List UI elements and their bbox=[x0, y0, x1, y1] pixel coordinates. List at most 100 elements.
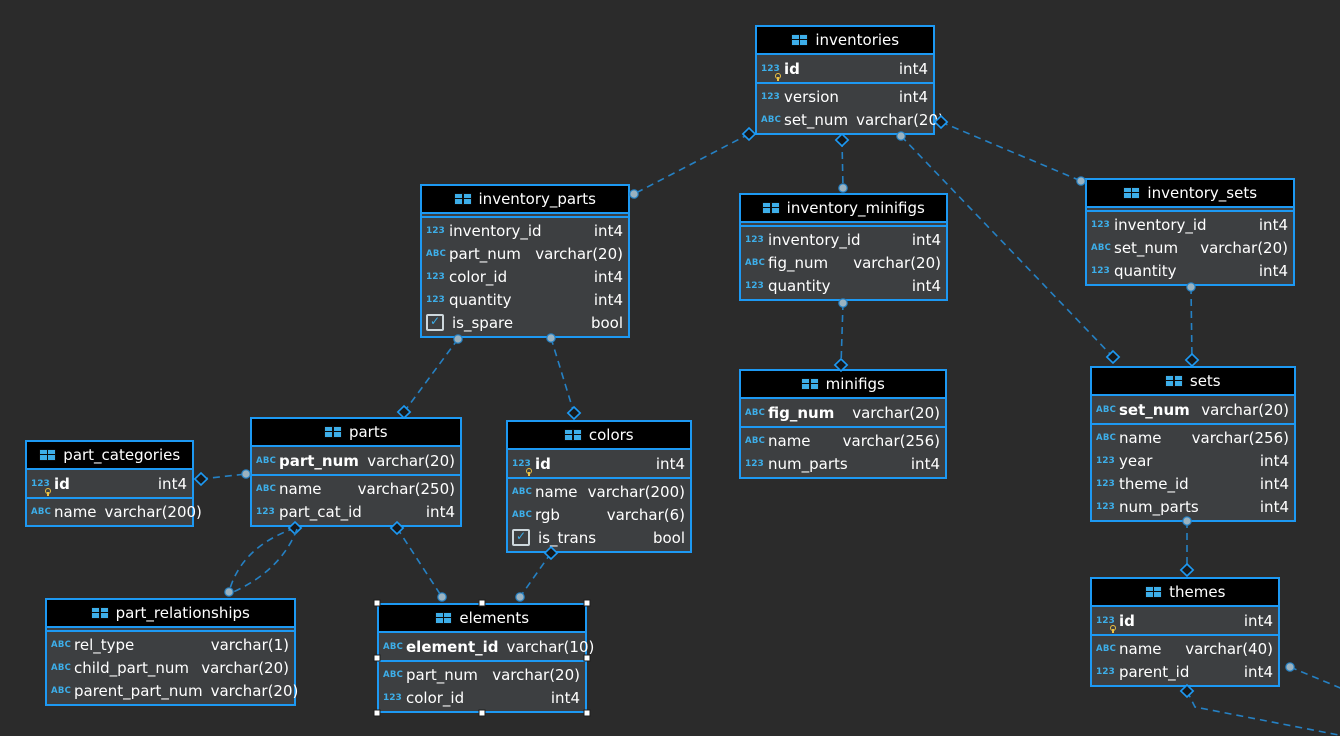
relation-line-inventory_parts-colors[interactable] bbox=[550, 337, 575, 414]
relation-line-inventory_sets-sets[interactable] bbox=[1190, 286, 1193, 361]
table-header[interactable]: part_relationships bbox=[47, 600, 294, 626]
selection-handle[interactable] bbox=[478, 709, 486, 717]
column-type: int4 bbox=[911, 276, 941, 295]
table-header[interactable]: minifigs bbox=[741, 371, 945, 397]
selection-handle[interactable] bbox=[373, 709, 381, 717]
relation-line-inventories-sets[interactable] bbox=[900, 135, 1114, 358]
relation-line-inventories-inventory_sets[interactable] bbox=[940, 121, 1082, 182]
table-header[interactable]: inventory_minifigs bbox=[741, 195, 946, 221]
table-header[interactable]: themes bbox=[1092, 579, 1278, 605]
table-header[interactable]: colors bbox=[508, 422, 690, 448]
table-header[interactable]: parts bbox=[252, 419, 460, 445]
relation-line-colors-elements[interactable] bbox=[519, 552, 552, 598]
column-name: name bbox=[535, 482, 578, 501]
table-header[interactable]: inventories bbox=[757, 27, 933, 53]
table-name: inventory_minifigs bbox=[786, 199, 925, 217]
relation-line-part_categories-parts[interactable] bbox=[200, 473, 247, 480]
table-header[interactable]: part_categories bbox=[27, 442, 192, 468]
table-header[interactable]: elements bbox=[379, 605, 585, 631]
numeric-type-icon: 123 bbox=[1096, 666, 1115, 677]
column-type: int4 bbox=[898, 59, 928, 78]
selection-handle[interactable] bbox=[373, 599, 381, 607]
selection-handle[interactable] bbox=[583, 654, 591, 662]
column-name: fig_num bbox=[768, 253, 829, 272]
primary-key-section bbox=[741, 221, 946, 225]
table-header[interactable]: inventory_sets bbox=[1087, 180, 1293, 206]
relation-line-inventory_minifigs-minifigs[interactable] bbox=[840, 302, 844, 366]
relation-line-parts-elements[interactable] bbox=[396, 527, 443, 598]
primary-key-icon bbox=[45, 487, 51, 496]
column-name: name bbox=[1119, 428, 1162, 447]
selection-handle[interactable] bbox=[373, 654, 381, 662]
relation-line-inventory_parts-parts[interactable] bbox=[403, 338, 459, 413]
column-type: varchar(6) bbox=[606, 505, 685, 524]
relation-line-inventories-inventory_parts[interactable] bbox=[633, 133, 750, 195]
relation-line-inventories-inventory_minifigs[interactable] bbox=[841, 139, 844, 189]
text-type-icon: ABC bbox=[383, 669, 404, 680]
selection-handle[interactable] bbox=[478, 599, 486, 607]
relation-line-parts-part_relationships[interactable] bbox=[228, 527, 296, 593]
column-type: varchar(20) bbox=[1201, 400, 1289, 419]
selection-handle[interactable] bbox=[583, 709, 591, 717]
selection-handle[interactable] bbox=[583, 599, 591, 607]
table-header[interactable]: inventory_parts bbox=[422, 186, 628, 212]
table-header[interactable]: sets bbox=[1092, 368, 1294, 394]
numeric-type-icon: 123 bbox=[1091, 265, 1110, 276]
